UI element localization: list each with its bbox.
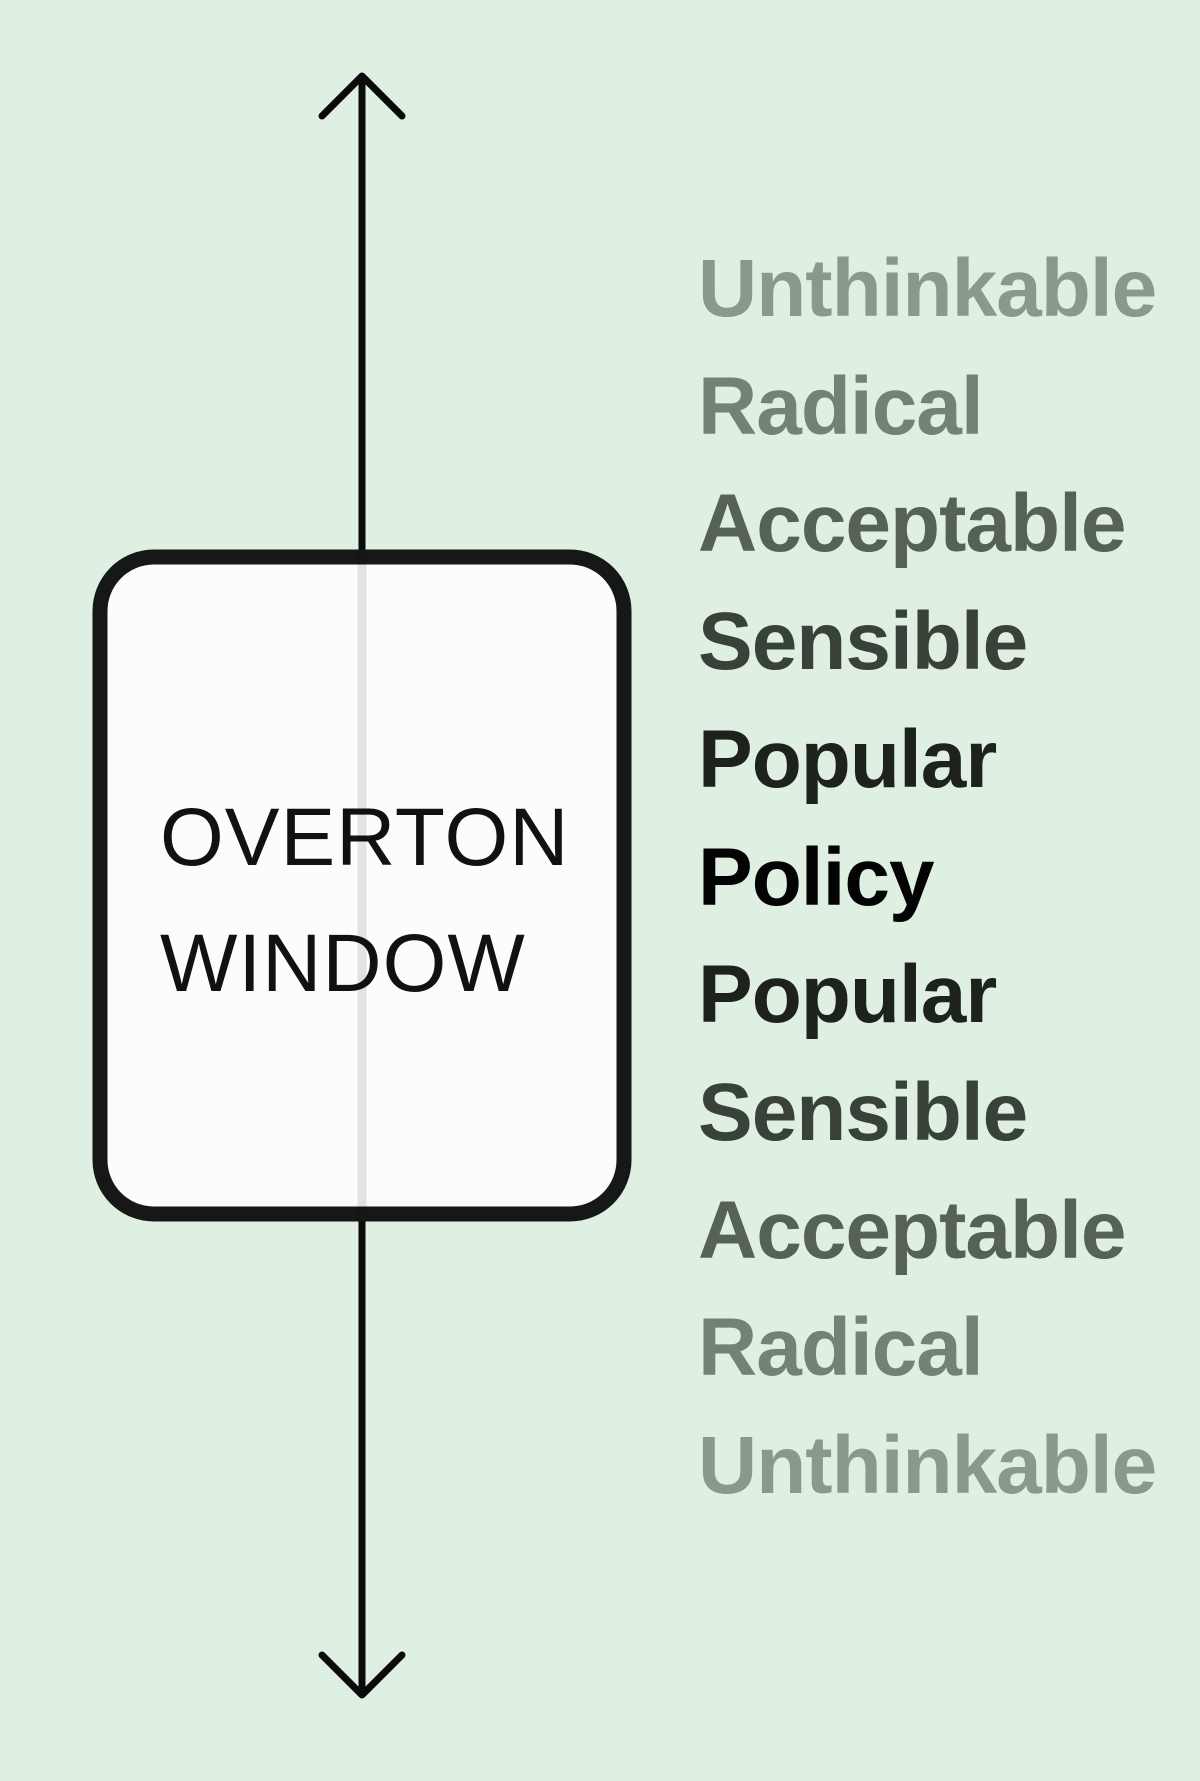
scale-level-radical: Radical: [698, 360, 984, 452]
arrow-up-icon: [318, 72, 406, 120]
overton-window-box: [92, 549, 632, 1222]
scale-level-sensible: Sensible: [698, 1066, 1028, 1158]
scale-level-popular: Popular: [698, 713, 997, 805]
scale-level-radical: Radical: [698, 1302, 984, 1394]
arrow-down-icon: [318, 1651, 406, 1699]
scale-level-acceptable: Acceptable: [698, 478, 1127, 570]
scale-level-popular: Popular: [698, 949, 997, 1041]
scale-level-acceptable: Acceptable: [698, 1184, 1127, 1276]
window-label-line-1: OVERTON: [160, 792, 570, 883]
window-label: OVERTON WINDOW: [160, 775, 570, 1027]
scale-level-unthinkable: Unthinkable: [698, 1420, 1157, 1512]
scale-level-sensible: Sensible: [698, 596, 1028, 688]
window-label-line-2: WINDOW: [160, 918, 526, 1009]
scale-level-unthinkable: Unthinkable: [698, 243, 1157, 334]
scale-level-policy: Policy: [698, 831, 935, 923]
